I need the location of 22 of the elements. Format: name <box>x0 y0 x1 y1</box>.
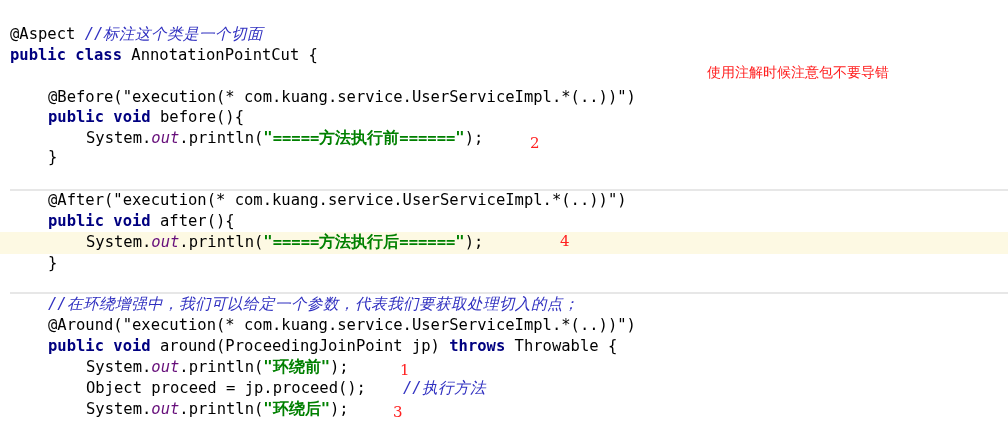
code-line: System.out.println("=====方法执行后======"); <box>86 232 484 253</box>
step-number: 4 <box>560 231 570 252</box>
code-line: public void around(ProceedingJoinPoint jp) throws Throwable { <box>48 336 618 357</box>
code-line: } <box>48 147 58 168</box>
code-line: System.out.println("=====方法执行前======"); <box>86 128 484 149</box>
annotation-line: @Before("execution(* com.kuang.service.UserServiceImpl.*(..))") <box>48 87 636 108</box>
step-number: 3 <box>393 402 403 423</box>
code-comment: //执行方法 <box>403 378 486 399</box>
note-text: 使用注解时候注意包不要导错 <box>707 63 889 82</box>
code-line: public void after(){ <box>48 211 235 232</box>
annotation-line: @Around("execution(* com.kuang.service.UserServiceImpl.*(..))") <box>48 315 636 336</box>
annotation-line: @Aspect //标注这个类是一个切面 <box>10 24 264 45</box>
code-line: public class AnnotationPointCut { <box>10 45 318 66</box>
code-comment: //在环绕增强中，我们可以给定一个参数，代表我们要获取处理切入的点； <box>48 294 579 315</box>
step-number: 1 <box>400 360 410 381</box>
annotation-line: @After("execution(* com.kuang.service.UserServiceImpl.*(..))") <box>48 190 627 211</box>
step-number: 2 <box>530 133 540 154</box>
code-line: public void before(){ <box>48 107 244 128</box>
code-line: System.out.println("环绕后"); <box>86 399 349 420</box>
code-line: } <box>48 253 58 274</box>
code-line: Object proceed = jp.proceed(); <box>86 378 366 399</box>
code-line: System.out.println("环绕前"); <box>86 357 349 378</box>
